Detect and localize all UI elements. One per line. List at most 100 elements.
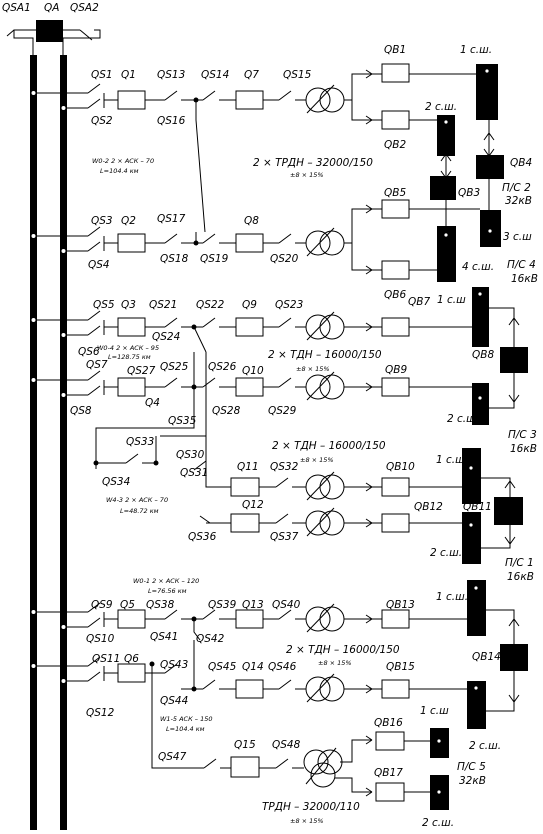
breaker-qb6 <box>381 260 410 280</box>
label-qs24: QS24 <box>152 331 180 343</box>
breaker-q9 <box>235 317 264 337</box>
busbar-ps1-1 <box>462 448 481 504</box>
label-q8: Q8 <box>244 215 259 227</box>
breaker-qb11 <box>494 497 523 525</box>
label-qs21: QS21 <box>149 299 177 311</box>
busbar-ps1-2 <box>462 512 481 564</box>
label-qb12: QB12 <box>414 501 443 513</box>
label-qb7: QB7 <box>408 296 430 308</box>
busbar-ps5-1 <box>430 728 449 758</box>
breaker-q7 <box>235 90 264 110</box>
bay-q4 <box>37 352 472 469</box>
label-q10: Q10 <box>242 365 264 377</box>
breaker-qb8 <box>500 347 528 373</box>
label-section-4: 4 с.ш. <box>462 261 494 273</box>
label-qs10: QS10 <box>86 633 115 645</box>
label-q5: Q5 <box>120 599 135 611</box>
label-qb4: QB4 <box>510 157 532 169</box>
label-qs25: QS25 <box>160 361 189 373</box>
label-line-w15: W1-5 АСК – 150 <box>160 715 213 723</box>
label-qb9: QB9 <box>385 364 407 376</box>
label-qs36: QS36 <box>188 531 217 543</box>
label-qs44: QS44 <box>160 695 188 707</box>
label-qs11: QS11 <box>92 653 120 665</box>
bay-q3 <box>37 310 472 353</box>
label-ps5-voltage: 32кВ <box>459 775 486 787</box>
label-transformer-t1: 2 × ТРДН – 32000/150 <box>253 157 373 169</box>
label-qs26: QS26 <box>208 361 237 373</box>
label-q4: Q4 <box>145 397 160 409</box>
label-qb8: QB8 <box>472 349 494 361</box>
breaker-q5 <box>117 609 146 629</box>
label-line-w43-length: L=48.72 км <box>120 507 159 515</box>
breaker-qa <box>36 20 63 42</box>
label-q3: Q3 <box>121 299 136 311</box>
label-qs17: QS17 <box>157 213 186 225</box>
bay-q12 <box>199 507 462 537</box>
breaker-q10 <box>235 377 264 397</box>
breaker-qb12 <box>381 513 410 533</box>
label-section-8: 2 с.ш. <box>430 547 462 559</box>
label-transformer-t3-reg: ±8 × 15% <box>300 456 334 464</box>
label-ps4: П/С 4 <box>507 259 536 271</box>
label-qb13: QB13 <box>386 599 415 611</box>
label-section-5: 1 с.ш <box>437 294 466 306</box>
label-qb14: QB14 <box>472 651 501 663</box>
breaker-qb2 <box>381 110 410 130</box>
breaker-qb9 <box>381 377 410 397</box>
label-qb2: QB2 <box>384 139 406 151</box>
label-qs4: QS4 <box>88 259 110 271</box>
breaker-q4 <box>117 377 146 397</box>
bay-q6 <box>37 640 467 769</box>
label-qs9: QS9 <box>91 599 113 611</box>
label-transformer-t4-reg: ±8 × 15% <box>318 659 352 667</box>
label-section-9: 1 с.ш. <box>436 591 468 603</box>
label-qs41: QS41 <box>150 631 178 643</box>
label-transformer-t2: 2 × ТДН – 16000/150 <box>268 349 382 361</box>
label-qb6: QB6 <box>384 289 406 301</box>
breaker-qb13 <box>381 609 410 629</box>
label-qs28: QS28 <box>212 405 241 417</box>
breaker-qb15 <box>381 679 410 699</box>
breaker-qb5 <box>381 199 410 219</box>
label-q13: Q13 <box>242 599 264 611</box>
breaker-qb3 <box>430 176 456 200</box>
label-transformer-t5-reg: ±8 × 15% <box>290 817 324 825</box>
label-qs2: QS2 <box>91 115 113 127</box>
label-ps2: П/С 2 <box>502 182 531 194</box>
breaker-q3 <box>117 317 146 337</box>
label-line-w02: W0-2 2 × АСК – 70 <box>92 157 154 165</box>
busbar-ps4-3 <box>480 210 501 247</box>
label-qs46: QS46 <box>268 661 297 673</box>
busbar-ps3-1 <box>472 287 489 347</box>
main-busbar-1 <box>30 55 37 830</box>
label-qs6: QS6 <box>78 346 100 358</box>
label-section-10: 2 с.ш. <box>469 740 501 752</box>
breaker-q11 <box>230 477 260 497</box>
label-qb17: QB17 <box>374 767 403 779</box>
label-qs35: QS35 <box>168 415 197 427</box>
breaker-q14 <box>235 679 264 699</box>
label-ps2-voltage: 32кВ <box>505 195 532 207</box>
label-qs13: QS13 <box>157 69 185 81</box>
label-section-1: 1 с.ш. <box>460 44 492 56</box>
label-qb1: QB1 <box>384 44 406 56</box>
label-ps5: П/С 5 <box>457 761 486 773</box>
label-qsa1: QSA1 <box>2 2 31 14</box>
label-qs45: QS45 <box>208 661 237 673</box>
label-qa: QA <box>44 2 59 14</box>
label-q6: Q6 <box>124 653 139 665</box>
label-section-11: 1 с.ш <box>420 705 449 717</box>
bus-coupler <box>6 20 101 55</box>
label-qs38: QS38 <box>146 599 175 611</box>
label-qs12: QS12 <box>86 707 115 719</box>
label-qs37: QS37 <box>270 531 299 543</box>
bay-q1 <box>37 73 372 121</box>
label-ps1-voltage: 16кВ <box>507 571 534 583</box>
label-line-w04: W0-4 2 × АСК – 95 <box>97 344 159 352</box>
label-qb3: QB3 <box>458 187 480 199</box>
label-section-6: 2 с.ш. <box>447 413 479 425</box>
label-qs20: QS20 <box>270 253 299 265</box>
label-ps3: П/С 3 <box>508 429 537 441</box>
label-transformer-t4: 2 × ТДН – 16000/150 <box>286 644 400 656</box>
